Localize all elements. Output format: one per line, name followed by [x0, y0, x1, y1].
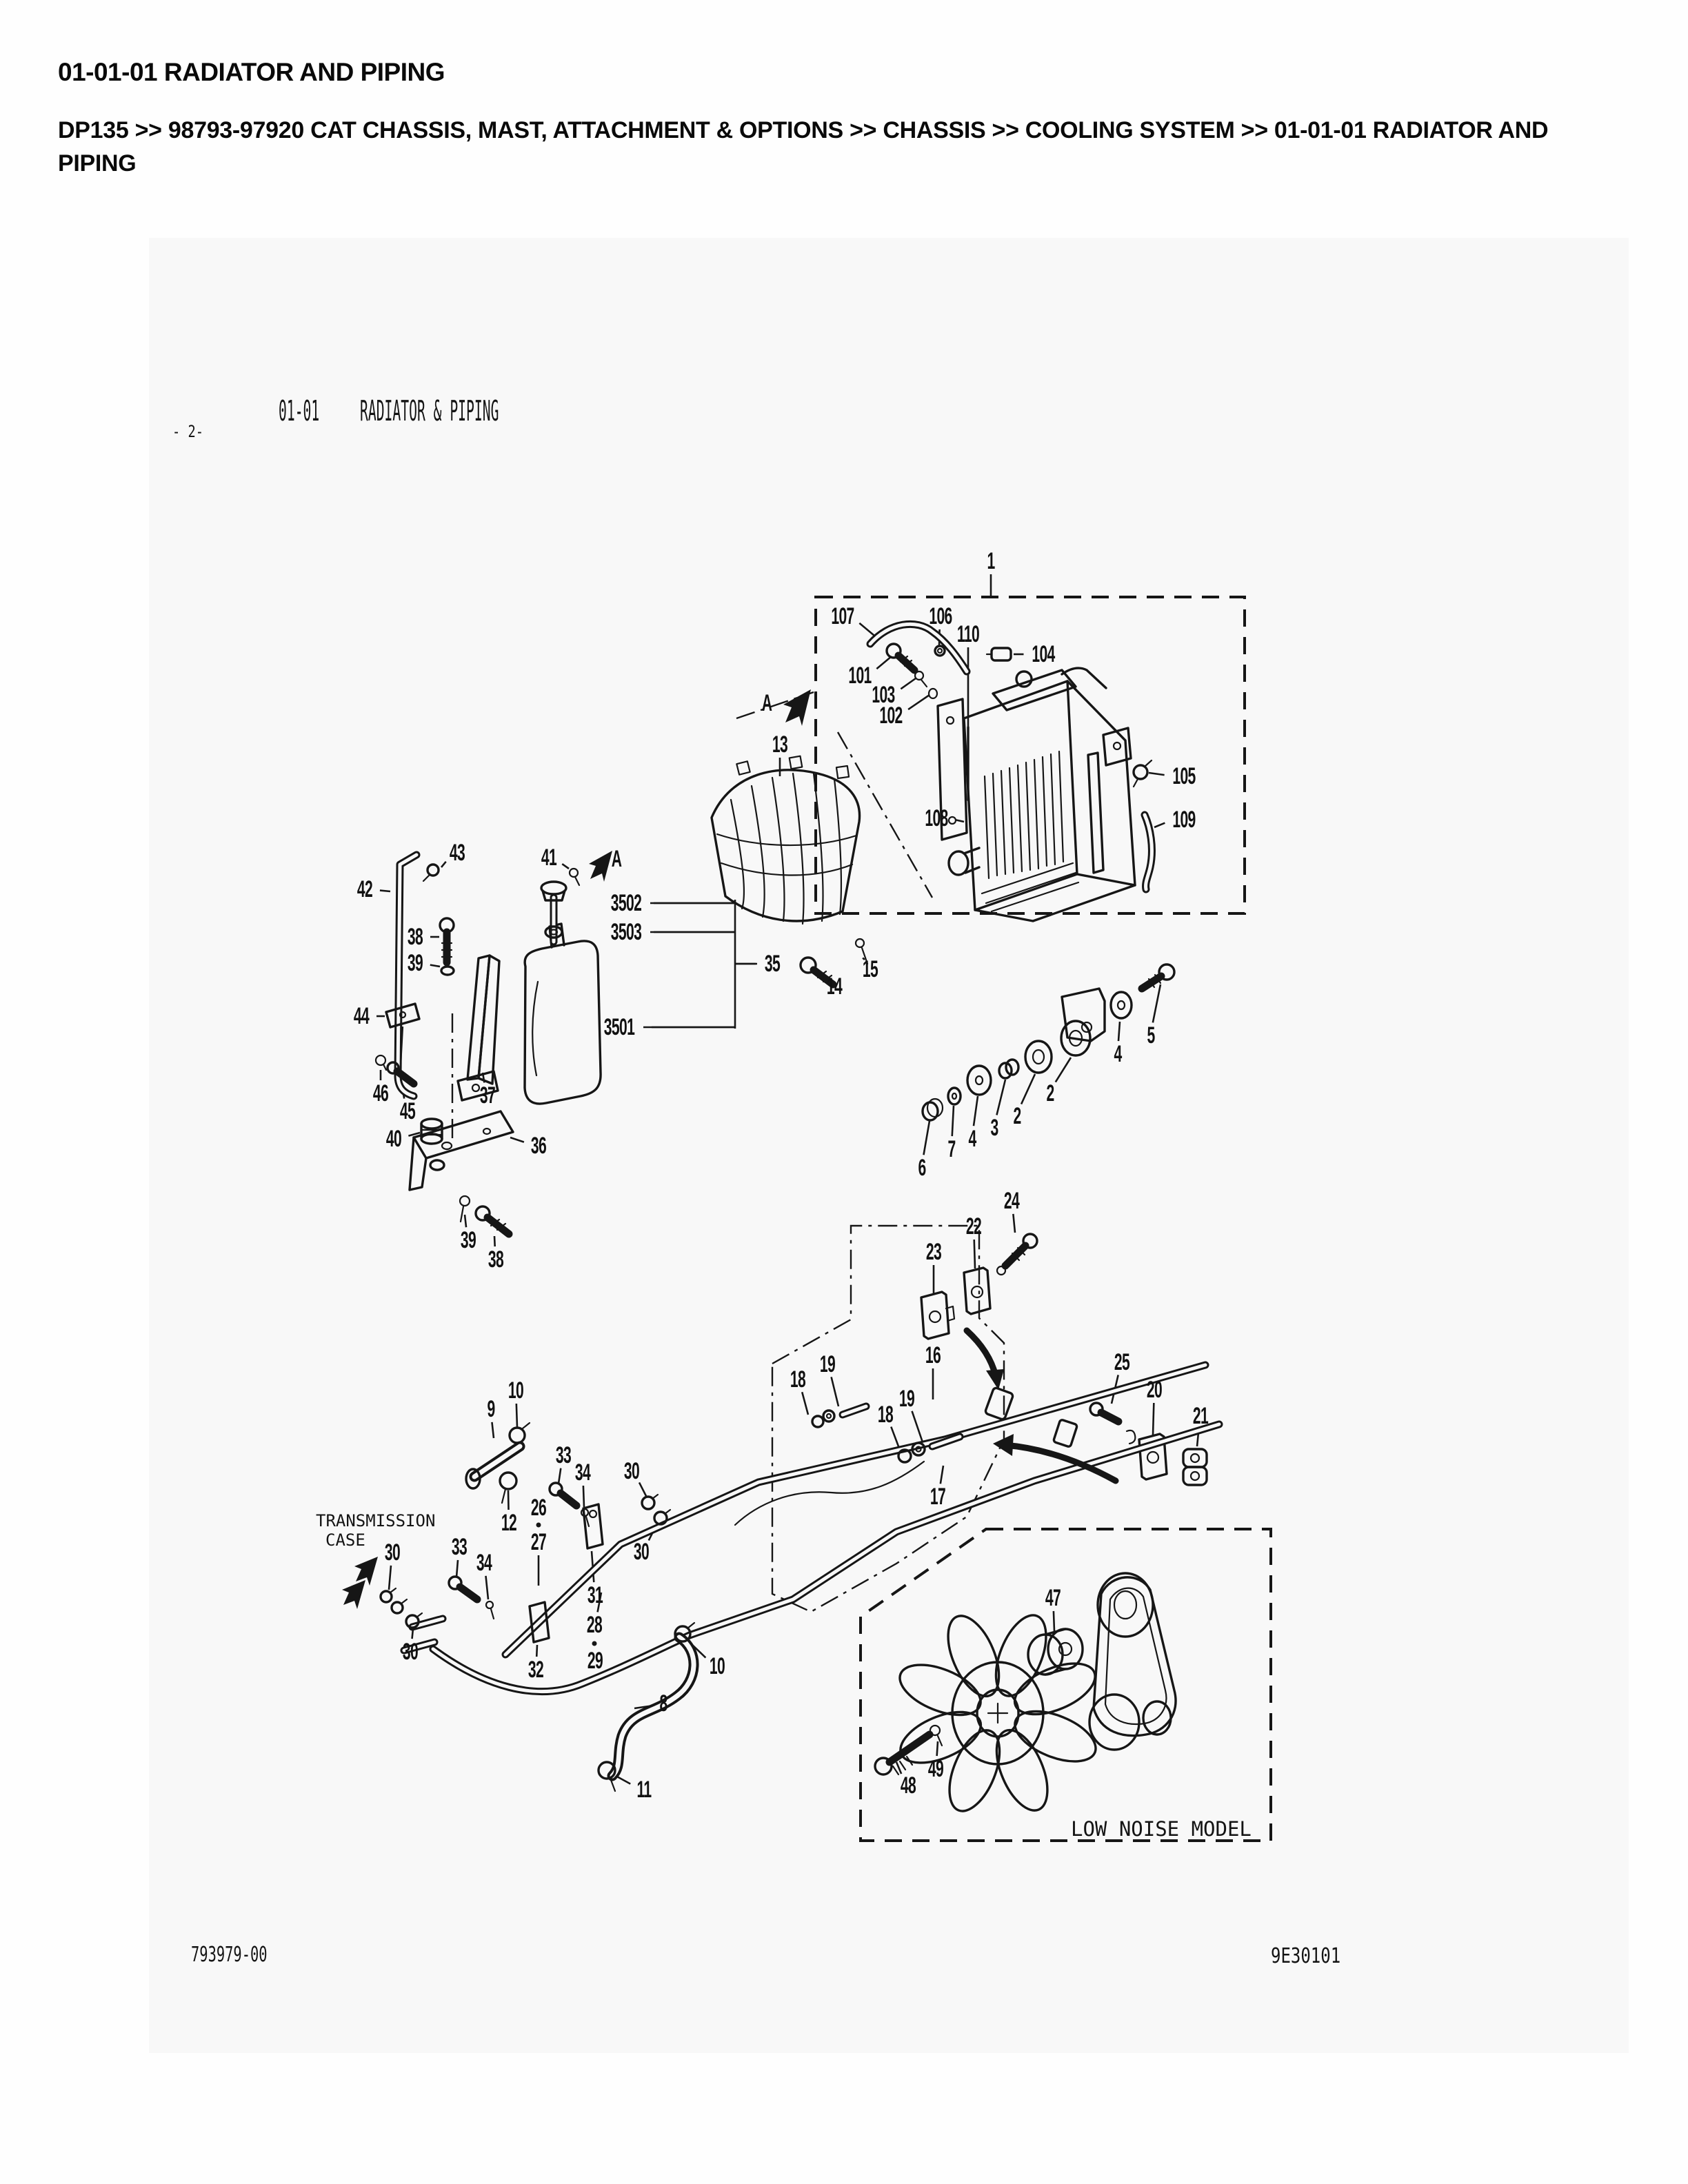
page-title: 01-01-01 RADIATOR AND PIPING: [58, 58, 445, 86]
part-callout-23: 23: [925, 1239, 942, 1265]
part-callout-41: 41: [541, 845, 557, 871]
part-callout-16: 16: [925, 1342, 941, 1368]
part-callout-18: 18: [790, 1366, 806, 1393]
part-callout-24: 24: [1003, 1188, 1020, 1214]
drawing-code: 9E30101: [1271, 1944, 1341, 1968]
part-callout-18: 18: [877, 1402, 894, 1428]
a-arrow-icon: [589, 851, 612, 882]
part-callout-12: 12: [501, 1510, 517, 1536]
part-callout-A: A: [761, 690, 772, 716]
part-callout-26: 26: [530, 1495, 547, 1521]
part-callout-11: 11: [636, 1777, 652, 1803]
part-callout-101: 101: [848, 663, 872, 689]
part-callout-15: 15: [862, 956, 878, 982]
part-callout-44: 44: [353, 1003, 370, 1029]
part-callout-110: 110: [956, 621, 980, 647]
part-callout-38: 38: [407, 924, 423, 950]
part-callout-108: 108: [925, 805, 948, 831]
piping-drawing: [342, 1361, 1223, 1792]
part-callout-30: 30: [384, 1539, 401, 1566]
part-callout-29: 29: [587, 1648, 603, 1674]
part-callout-33: 33: [451, 1534, 468, 1560]
part-callout-104: 104: [1032, 641, 1055, 667]
transmission-case-label: CASE: [325, 1530, 365, 1550]
part-callout-3503: 3503: [610, 919, 642, 945]
part-callout-20: 20: [1146, 1377, 1163, 1403]
grille-drawing: [710, 755, 869, 989]
part-callout-39: 39: [460, 1227, 476, 1253]
part-callout-42: 42: [356, 876, 373, 902]
part-callout-7: 7: [947, 1136, 956, 1162]
part-callout-6: 6: [918, 1155, 926, 1181]
reference-arrows: [589, 689, 1119, 1484]
transmission-case-label: TRANSMISSION: [316, 1511, 436, 1530]
part-callout-19: 19: [819, 1351, 836, 1377]
part-callout-10: 10: [709, 1653, 725, 1679]
part-callout-31: 31: [587, 1582, 603, 1608]
fan-belt-drawing: [859, 1528, 1272, 1842]
pulley-parts-drawing: [921, 963, 1176, 1122]
radiator-assembly-drawing: [736, 596, 1246, 922]
diagram-panel: [149, 238, 1629, 2053]
part-callout-27: 27: [530, 1529, 547, 1555]
reserve-tank-drawing: [374, 851, 756, 1238]
part-callout-106: 106: [929, 603, 952, 629]
part-callout-19: 19: [898, 1386, 915, 1412]
part-callout-38: 38: [488, 1246, 504, 1273]
part-callout-8: 8: [659, 1690, 667, 1717]
part-callout-17: 17: [930, 1484, 946, 1510]
part-callout-37: 37: [479, 1082, 496, 1109]
bracket-plates-drawing: [920, 1233, 1208, 1486]
breadcrumb: DP135 >> 98793-97920 CAT CHASSIS, MAST, …: [58, 117, 1549, 176]
a-arrow-icon: [783, 689, 811, 726]
part-callout-34: 34: [574, 1459, 591, 1486]
page-marker: - 2-: [172, 422, 204, 441]
part-callout-30: 30: [623, 1458, 640, 1484]
part-callout-4: 4: [968, 1126, 976, 1152]
part-callout-21: 21: [1192, 1403, 1209, 1429]
diagram-section-number: 01-01: [279, 394, 320, 427]
part-callout-109: 109: [1172, 807, 1196, 833]
part-callout-13: 13: [772, 731, 788, 758]
part-callout-36: 36: [530, 1133, 547, 1159]
diagram-title: RADIATOR & PIPING: [360, 394, 499, 427]
part-callout-5: 5: [1147, 1022, 1155, 1049]
part-callout-30: 30: [633, 1539, 650, 1565]
part-callout-3502: 3502: [610, 890, 642, 916]
part-callout-49: 49: [927, 1756, 944, 1782]
part-callout-107: 107: [831, 603, 854, 629]
part-callout-1: 1: [987, 548, 995, 574]
part-callout-33: 33: [555, 1442, 572, 1468]
low-noise-model-label: LOW NOISE MODEL: [1071, 1817, 1252, 1841]
part-callout-46: 46: [372, 1080, 389, 1106]
engine-block-outline: [771, 1224, 1005, 1613]
part-callout-34: 34: [476, 1550, 492, 1576]
part-callout-47: 47: [1045, 1585, 1061, 1611]
part-callout-25: 25: [1114, 1349, 1130, 1375]
part-callout-45: 45: [399, 1098, 416, 1124]
part-callout-10: 10: [508, 1377, 524, 1404]
part-callout-14: 14: [826, 973, 843, 1000]
part-callout-35: 35: [764, 951, 781, 977]
figure-number: 793979-00: [191, 1943, 268, 1967]
part-callout-103: 103: [872, 682, 895, 708]
part-callout-2: 2: [1013, 1103, 1021, 1129]
part-callout-3: 3: [990, 1115, 998, 1141]
part-callout-30: 30: [402, 1639, 419, 1665]
part-callout-9: 9: [487, 1396, 495, 1422]
part-callout-A: A: [611, 846, 622, 872]
part-callout-32: 32: [528, 1657, 544, 1683]
part-callout-40: 40: [385, 1126, 402, 1152]
part-callout-4: 4: [1114, 1041, 1122, 1067]
part-callout-43: 43: [449, 840, 465, 866]
part-callout-3501: 3501: [603, 1014, 635, 1040]
part-callout-39: 39: [407, 950, 423, 976]
part-callout-48: 48: [900, 1772, 916, 1799]
part-callout-22: 22: [965, 1213, 982, 1240]
part-callout-102: 102: [879, 702, 903, 729]
part-callout-105: 105: [1172, 763, 1196, 789]
part-callout-2: 2: [1046, 1080, 1054, 1106]
part-callout-28: 28: [586, 1612, 603, 1638]
